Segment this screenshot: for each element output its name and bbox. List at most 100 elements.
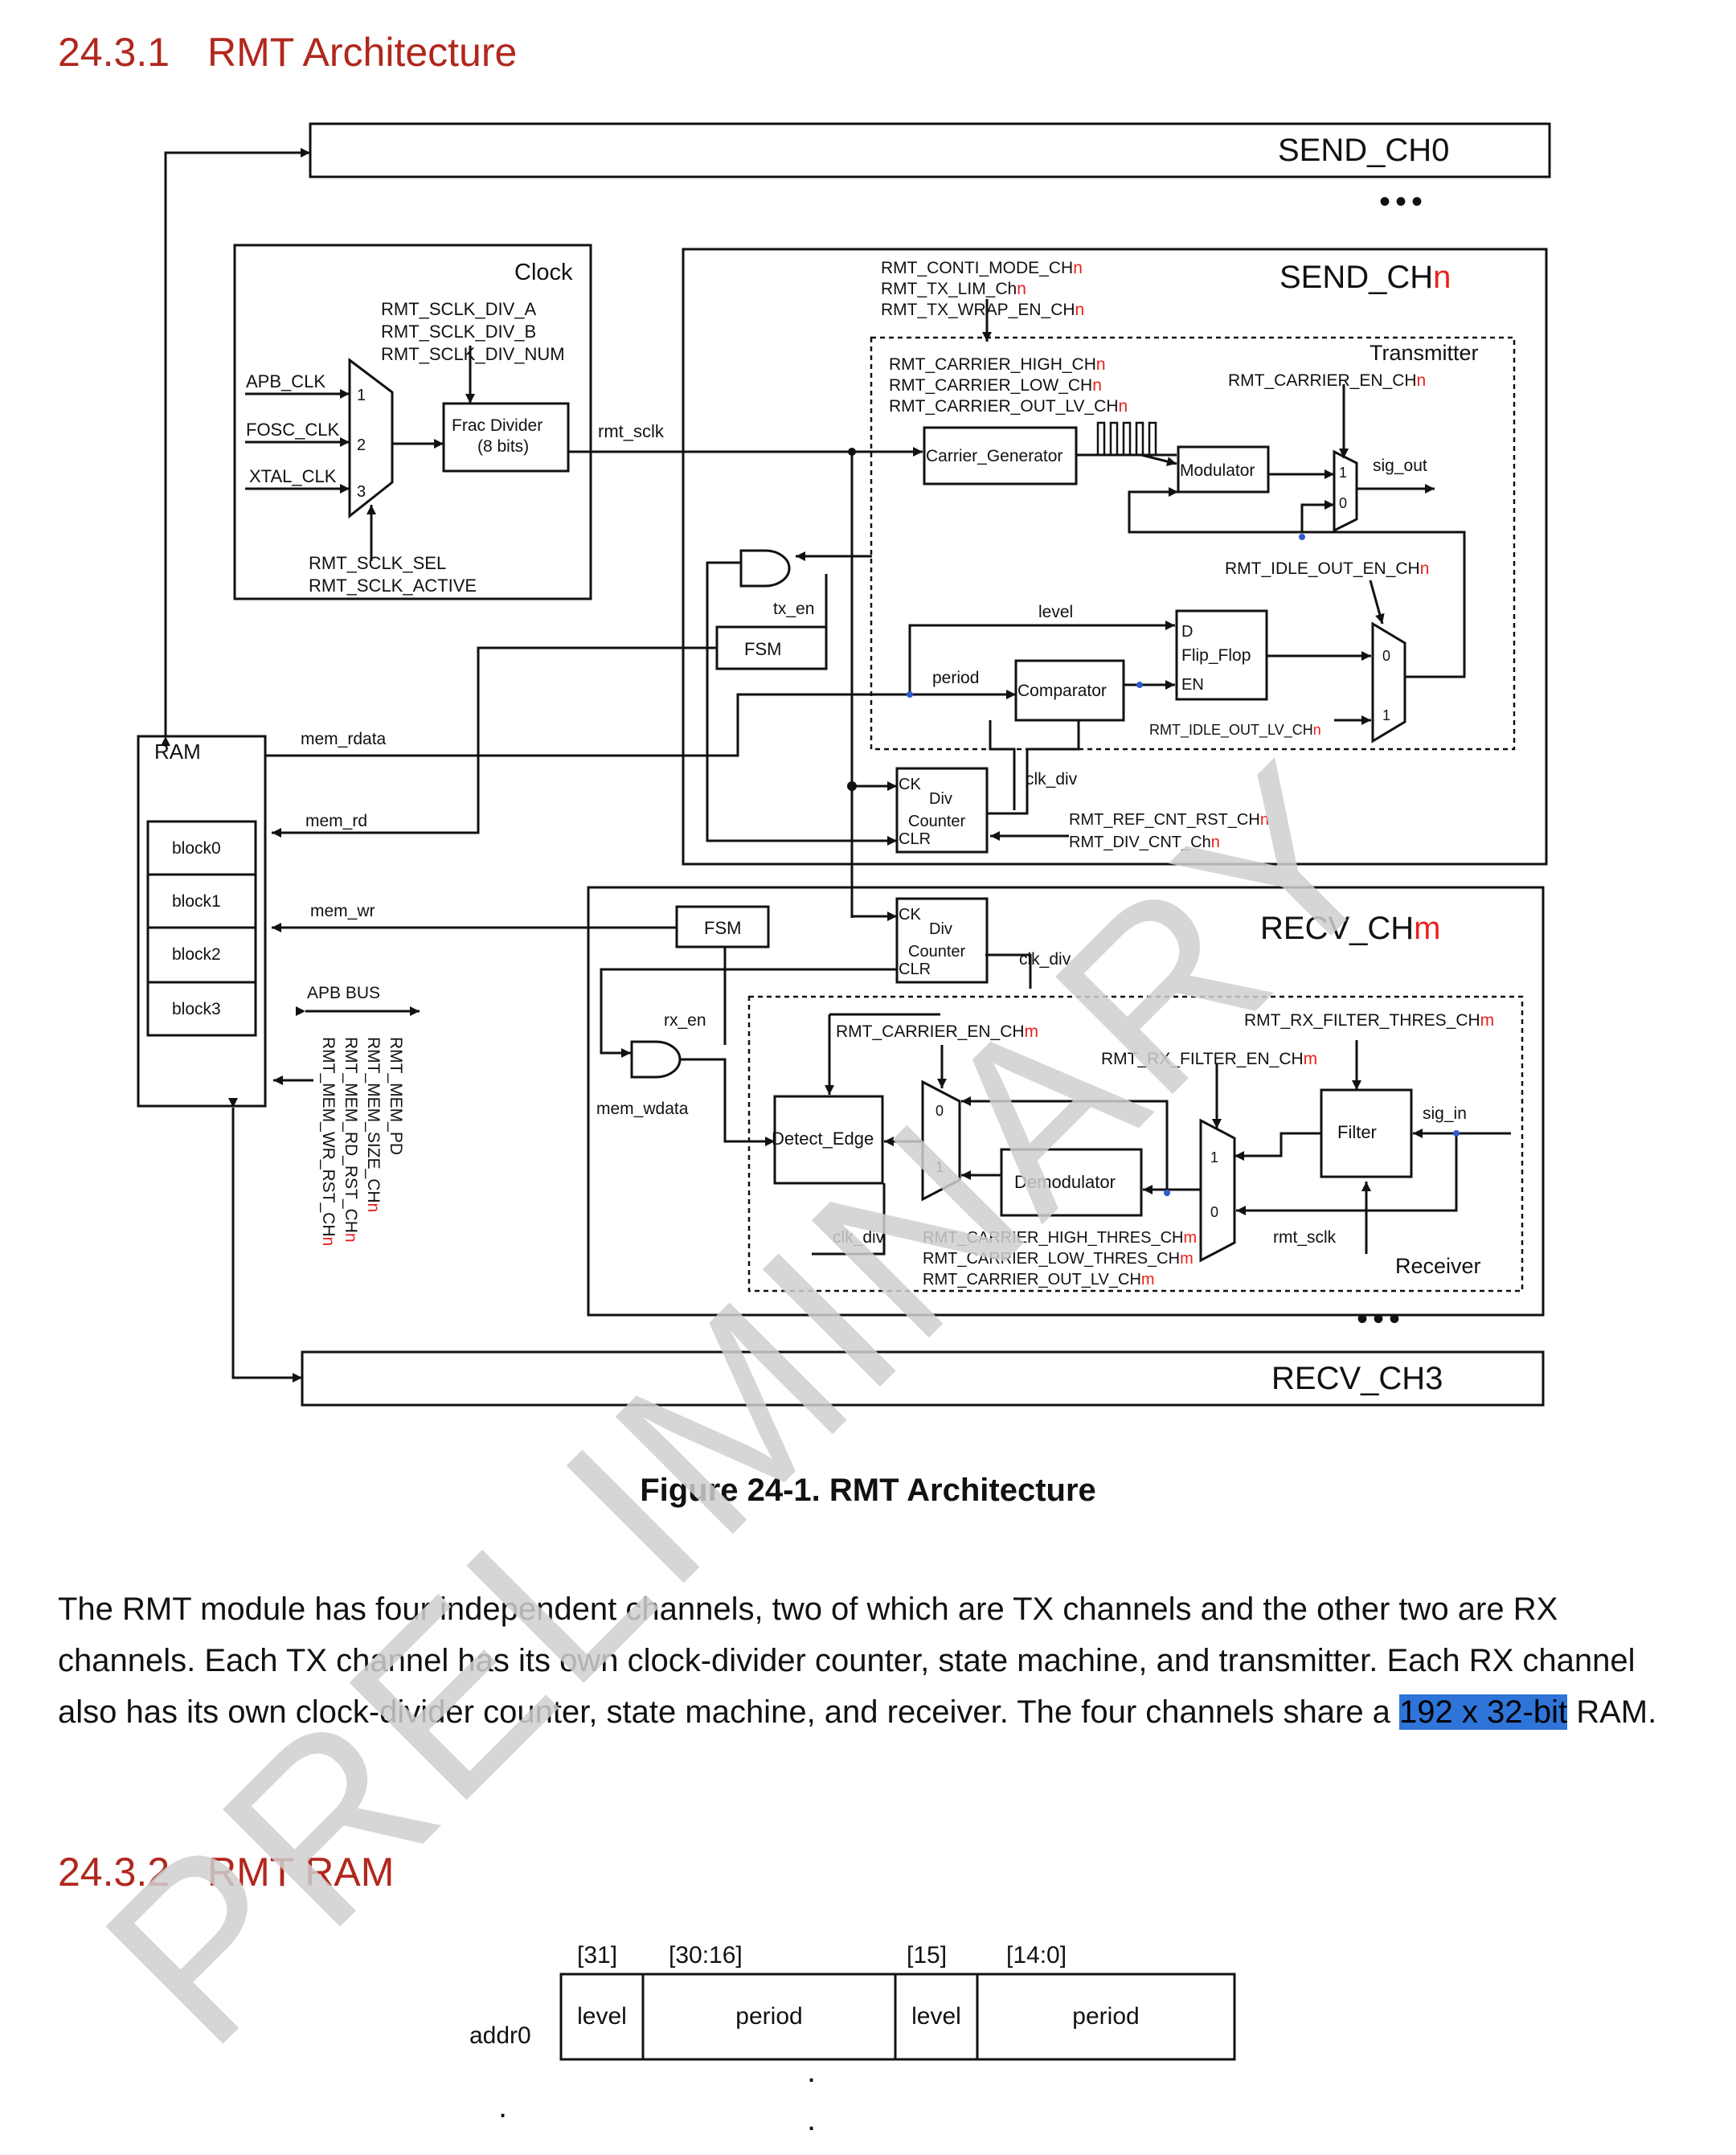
transmitter-box — [870, 336, 1516, 751]
out-mux-1: 1 — [1339, 465, 1347, 481]
carrier-high-label: RMT_CARRIER_HIGH_CHn — [889, 355, 1106, 374]
xtal-clk-label: XTAL_CLK — [249, 466, 337, 486]
filter-label: Filter — [1337, 1122, 1377, 1142]
tx-and-gate — [739, 549, 791, 588]
demodulator-label: Demodulator — [1014, 1172, 1116, 1192]
highlighted-text: 192 x 32-bit — [1399, 1694, 1568, 1730]
frac-divider-label: Frac Divider — [452, 416, 542, 435]
recv-chm-box — [587, 886, 1545, 1317]
rx-en-label: rx_en — [664, 1011, 706, 1030]
ref-cnt-rst-label: RMT_REF_CNT_RST_CHn — [1069, 811, 1269, 829]
rx-div-counter-box — [895, 897, 989, 984]
mem-size-label: RMT_MEM_SIZE_CHn — [364, 1037, 383, 1212]
sclk-div-b-label: RMT_SCLK_DIV_B — [381, 322, 536, 342]
rx-filter-thres-label: RMT_RX_FILTER_THRES_CHm — [1244, 1011, 1494, 1030]
ff-en-label: EN — [1181, 676, 1204, 694]
cell-level-low: level — [911, 2003, 961, 2030]
out-mux-0: 0 — [1339, 495, 1347, 511]
rx-clr-label: CLR — [899, 961, 931, 978]
clock-mux — [348, 357, 394, 519]
carrier-high-thres-label: RMT_CARRIER_HIGH_THRES_CHm — [923, 1229, 1197, 1247]
dots-top: ••• — [1379, 184, 1427, 219]
tx-lim-label: RMT_TX_LIM_Chn — [881, 280, 1026, 298]
section-number: 24.3.1 — [58, 30, 170, 75]
rx-mux-right-1: 1 — [1210, 1149, 1218, 1166]
addr0-label: addr0 — [469, 2022, 531, 2049]
mem-wdata-label: mem_wdata — [596, 1100, 689, 1118]
conti-mode-label: RMT_CONTI_MODE_CHn — [881, 259, 1083, 277]
ellipsis-dot-3: . — [807, 2102, 816, 2137]
section2-title: RMT RAM — [207, 1850, 395, 1895]
ff-d-label: D — [1181, 623, 1193, 641]
fosc-clk-label: FOSC_CLK — [246, 420, 339, 440]
block0-label: block0 — [172, 839, 221, 858]
rmt-architecture-diagram: SEND_CH0 ••• SEND_CHn Clock RMT_SCLK_DIV… — [137, 122, 1551, 1407]
mux-in1: 1 — [357, 387, 366, 404]
rx-filter-en-label: RMT_RX_FILTER_EN_CHm — [1101, 1050, 1317, 1068]
rmt-sclk-label: rmt_sclk — [598, 421, 665, 441]
paragraph-text: The RMT module has four independent chan… — [58, 1592, 1636, 1730]
recv-ch3-label: RECV_CH3 — [1271, 1361, 1443, 1396]
tx-div-label: Div — [929, 790, 952, 808]
idle-out-en-label: RMT_IDLE_OUT_EN_CHn — [1225, 559, 1429, 578]
mem-wr-rst-label: RMT_MEM_WR_RST_CHn — [319, 1037, 338, 1246]
output-mux — [1333, 449, 1358, 533]
detect-edge-box — [773, 1095, 884, 1185]
apb-bus-label: APB BUS — [307, 984, 380, 1002]
bit30-16-label: [30:16] — [669, 1942, 743, 1969]
carrier-low-thres-label: RMT_CARRIER_LOW_THRES_CHm — [923, 1250, 1194, 1268]
carrier-en-label: RMT_CARRIER_EN_CHn — [1228, 371, 1426, 390]
mem-rd-label: mem_rd — [305, 812, 367, 830]
mux-in2: 2 — [357, 436, 366, 454]
carrier-out-lv-m-label: RMT_CARRIER_OUT_LV_CHm — [923, 1271, 1155, 1288]
carrier-out-lv-label: RMT_CARRIER_OUT_LV_CHn — [889, 397, 1128, 416]
demodulator-box — [1000, 1148, 1143, 1217]
rx-mux-left-0: 0 — [936, 1103, 944, 1119]
detect-edge-label: Detect_Edge — [772, 1129, 874, 1149]
send-chn-box — [682, 248, 1548, 866]
section2-number: 24.3.2 — [58, 1850, 170, 1895]
comparator-label: Comparator — [1017, 682, 1107, 700]
send-ch0-box — [309, 122, 1551, 178]
section-title: RMT Architecture — [207, 30, 518, 75]
receiver-label: Receiver — [1395, 1254, 1481, 1278]
block2-label: block2 — [172, 945, 221, 964]
dots-bottom: ••• — [1357, 1301, 1405, 1337]
rx-mux-right-0: 0 — [1210, 1204, 1218, 1220]
bit14-0-label: [14:0] — [1006, 1942, 1067, 1969]
idle-mux-1: 1 — [1382, 707, 1390, 723]
rx-mux-left-1: 1 — [936, 1159, 944, 1175]
tx-fsm-label: FSM — [744, 639, 781, 659]
tx-clk-div-label: clk_div — [1026, 770, 1078, 789]
rx-div-label: Div — [929, 920, 952, 938]
clock-label: Clock — [514, 260, 573, 285]
rx-clk-div-in-label: clk_div — [833, 1228, 885, 1247]
sclk-sel-label: RMT_SCLK_SEL — [309, 553, 446, 573]
mux-in3: 3 — [357, 483, 366, 501]
section-heading: 24.3.1 RMT Architecture — [58, 29, 517, 76]
figure-caption: Figure 24-1. RMT Architecture — [640, 1473, 1096, 1508]
div-cnt-label: RMT_DIV_CNT_Chn — [1069, 834, 1220, 851]
period-label: period — [932, 669, 979, 687]
recv-chm-label: RECV_CHm — [1260, 911, 1440, 946]
mem-wr-label: mem_wr — [310, 902, 375, 920]
block1-label: block1 — [172, 892, 221, 911]
sclk-div-num-label: RMT_SCLK_DIV_NUM — [381, 344, 565, 364]
rx-mux-left — [921, 1080, 961, 1202]
rx-rmt-sclk-label: rmt_sclk — [1273, 1228, 1337, 1247]
mem-rdata-label: mem_rdata — [301, 730, 387, 748]
body-paragraph: The RMT module has four independent chan… — [58, 1583, 1689, 1738]
tx-ck-label: CK — [899, 776, 921, 793]
ram-box — [137, 735, 267, 1108]
rx-counter-label: Counter — [908, 943, 965, 961]
bit31-label: [31] — [577, 1942, 617, 1969]
sig-in-label: sig_in — [1423, 1104, 1467, 1123]
send-chn-label: SEND_CHn — [1279, 260, 1451, 295]
section-heading-2: 24.3.2 RMT RAM — [58, 1849, 394, 1895]
cell-level-high: level — [577, 2003, 627, 2030]
mem-pd-label: RMT_MEM_PD — [387, 1037, 405, 1155]
idle-mux-0: 0 — [1382, 648, 1390, 664]
comparator-box — [1014, 659, 1125, 722]
tx-counter-label: Counter — [908, 813, 965, 830]
